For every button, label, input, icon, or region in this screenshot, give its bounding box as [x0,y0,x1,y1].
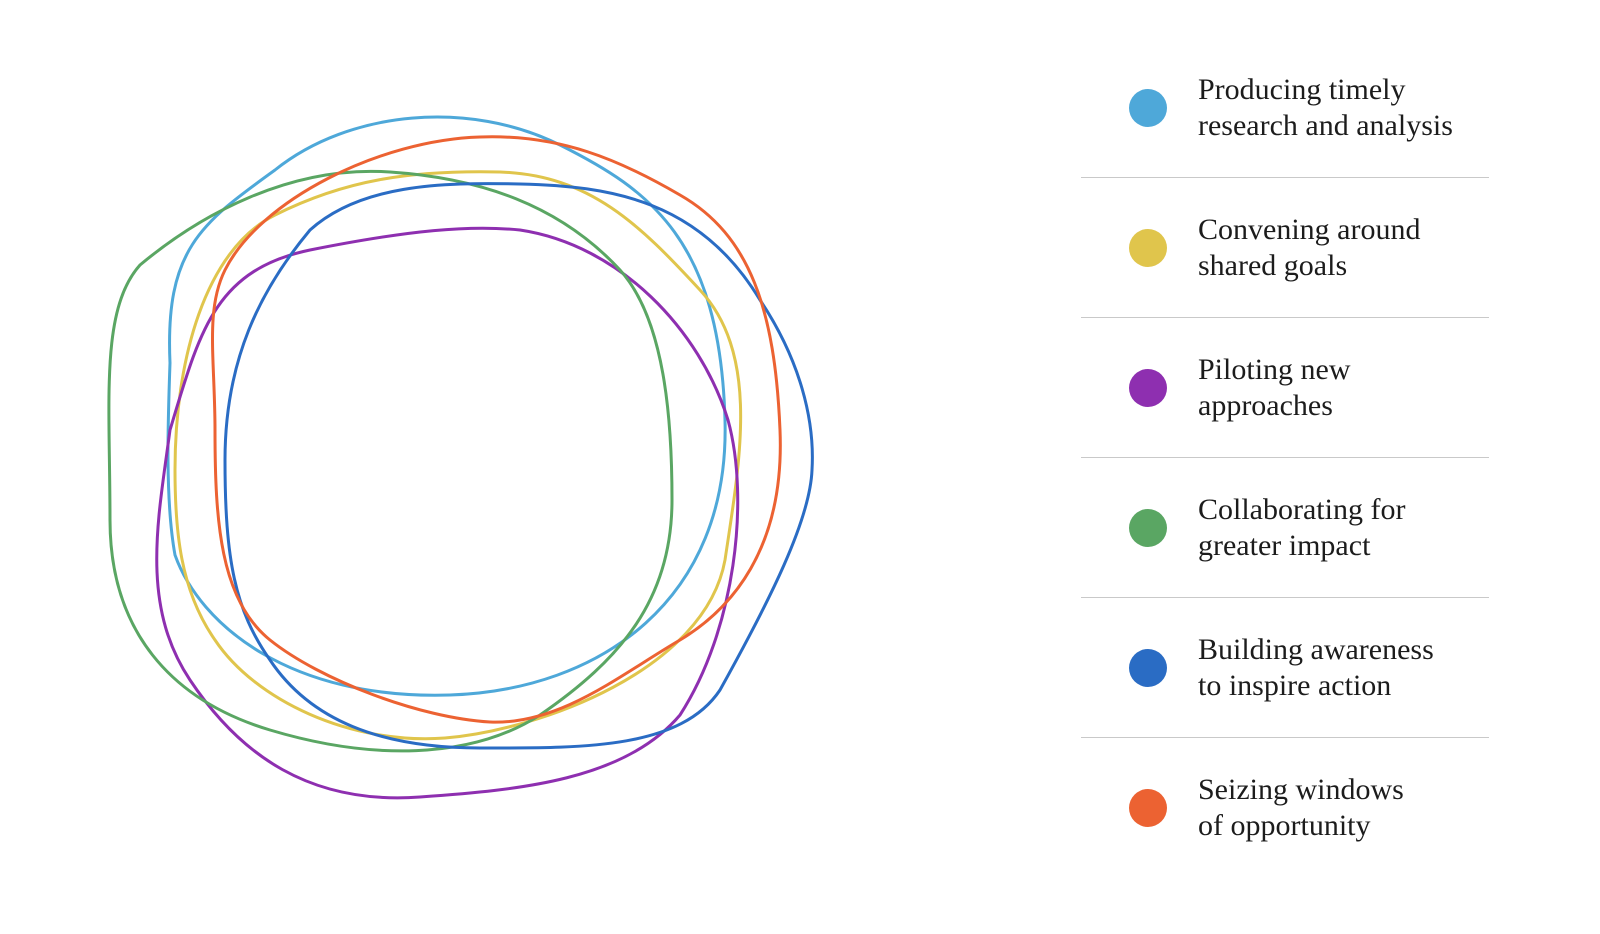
ring-awareness [223,182,814,750]
legend-label: Convening around shared goals [1198,212,1488,284]
legend: Producing timely research and analysis C… [1081,38,1489,878]
legend-label-line: of opportunity [1198,809,1371,842]
circle-dot-icon [1129,228,1167,267]
legend-label-line: to inspire action [1198,668,1392,702]
ring-piloting [155,226,740,800]
legend-label: Building awareness to inspire action [1198,632,1488,704]
legend-label-line: greater impact [1198,528,1371,562]
legend-item-research: Producing timely research and analysis [1081,38,1489,178]
circle-dot-icon [1129,508,1167,547]
overlapping-rings-diagram [107,115,814,800]
legend-label: Seizing windows of opportunity [1198,772,1488,844]
legend-label-line: Producing timely [1198,72,1406,106]
legend-item-convening: Convening around shared goals [1081,178,1489,318]
legend-label-line: Building awareness [1198,632,1434,666]
legend-item-awareness: Building awareness to inspire action [1081,598,1489,738]
legend-label-line: shared goals [1198,248,1348,282]
legend-item-windows: Seizing windows of opportunity [1081,738,1489,878]
circle-dot-icon [1129,648,1167,687]
legend-label-line: Piloting new [1198,352,1351,386]
ring-collaborating [107,169,674,753]
legend-label-line: Collaborating for [1198,492,1406,526]
legend-item-collaborating: Collaborating for greater impact [1081,458,1489,598]
legend-label-line: approaches [1198,388,1333,422]
legend-label-line: Convening around [1198,212,1421,246]
ring-windows [211,135,782,724]
ring-research [166,115,727,697]
circle-dot-icon [1129,368,1167,407]
legend-item-piloting: Piloting new approaches [1081,318,1489,458]
legend-label-line: research and analysis [1198,108,1453,142]
legend-label-line: Seizing windows [1198,773,1404,806]
legend-label: Producing timely research and analysis [1198,72,1488,144]
legend-label: Piloting new approaches [1198,352,1488,424]
legend-label: Collaborating for greater impact [1198,492,1488,564]
circle-dot-icon [1129,789,1167,827]
circle-dot-icon [1129,88,1167,127]
ring-convening [173,170,743,741]
